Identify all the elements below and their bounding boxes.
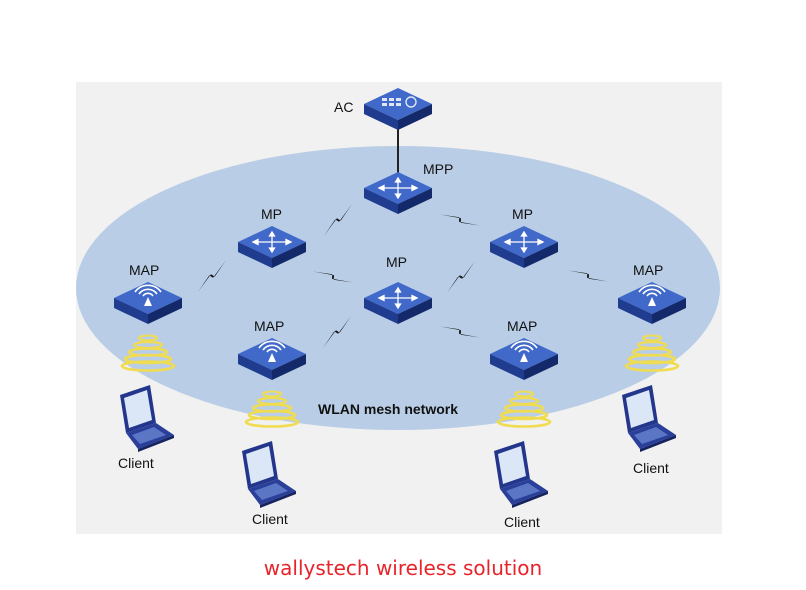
map-lower-left-label: MAP	[254, 318, 285, 334]
ac-controller-icon	[364, 88, 432, 130]
client-far-right-label: Client	[633, 460, 669, 476]
client-far-left-laptop-icon	[120, 385, 174, 452]
mp-center-label: MP	[386, 254, 407, 270]
map-far-left-label: MAP	[129, 262, 160, 278]
client-far-left-label: Client	[118, 455, 154, 471]
client-lower-right-laptop-icon	[494, 441, 548, 508]
client-far-right-laptop-icon	[622, 385, 676, 452]
mp-right-label: MP	[512, 206, 533, 222]
map-lower-right-label: MAP	[507, 318, 538, 334]
client-lower-left-laptop-icon	[242, 441, 296, 508]
map-far-right-label: MAP	[633, 262, 664, 278]
mpp-label: MPP	[423, 161, 454, 177]
client-lower-right-label: Client	[504, 514, 540, 530]
mp-left-label: MP	[261, 206, 282, 222]
client-lower-left-label: Client	[252, 511, 288, 527]
wlan-mesh-network-label: WLAN mesh network	[318, 401, 459, 417]
ac-label: AC	[334, 99, 354, 115]
caption-text: wallystech wireless solution	[263, 556, 543, 580]
